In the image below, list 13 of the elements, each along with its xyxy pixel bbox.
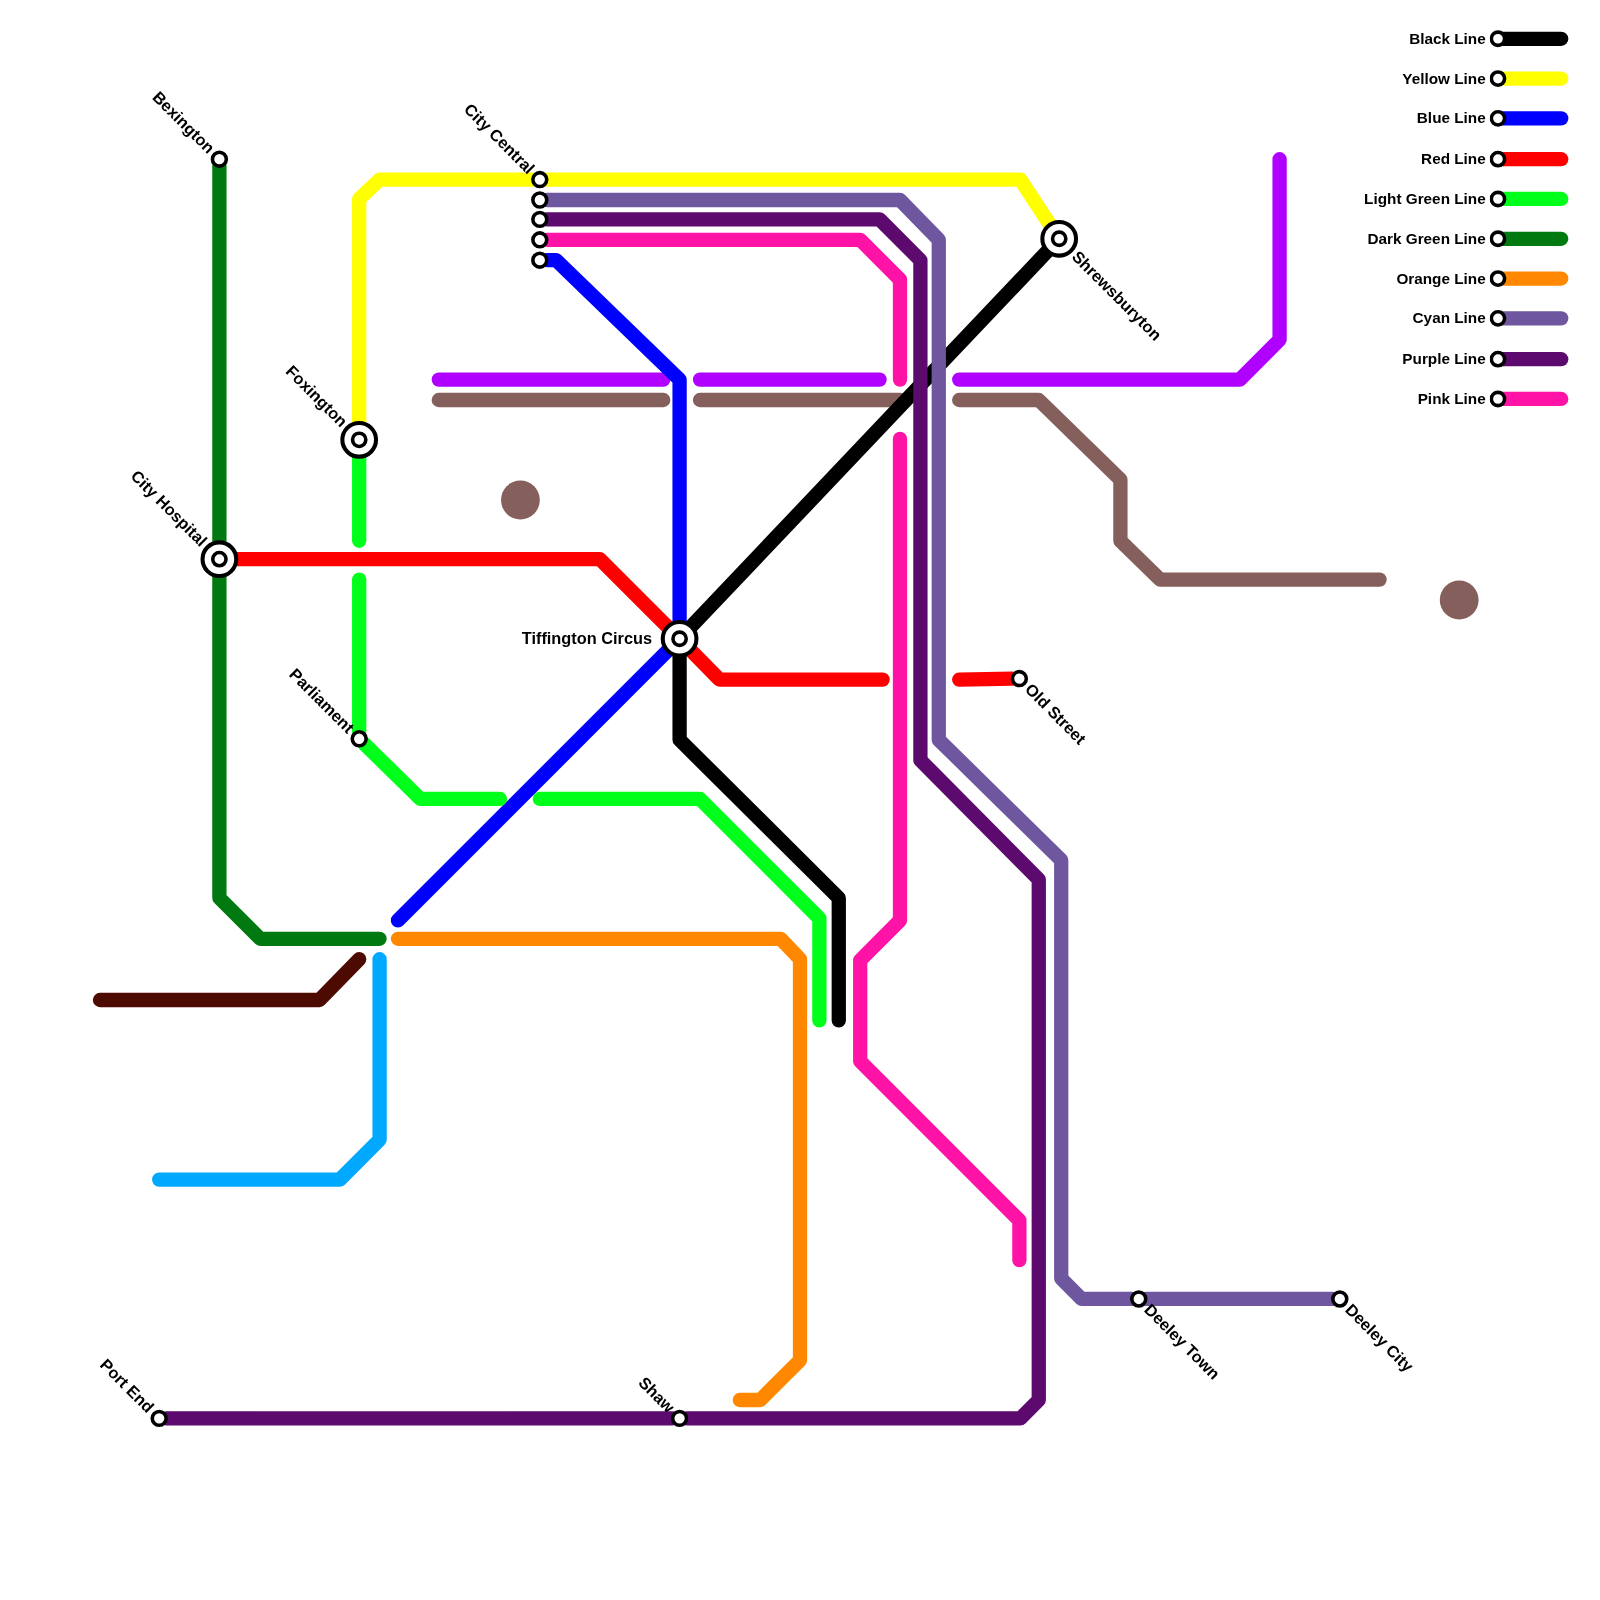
legend-label: Dark Green Line <box>1367 230 1486 247</box>
track-line <box>357 736 508 807</box>
legend-label: Pink Line <box>1417 390 1486 407</box>
station-label: Tiffington Circus <box>521 630 653 647</box>
legend-label: Light Green Line <box>1364 190 1486 207</box>
legend-label: Orange Line <box>1396 270 1486 287</box>
legend-label: Cyan Line <box>1412 310 1486 327</box>
legend-label: Red Line <box>1421 150 1486 167</box>
track-line <box>684 644 890 687</box>
legend-label: Yellow Line <box>1402 70 1486 87</box>
legend-label: Purple Line <box>1402 350 1486 367</box>
legend-label: Blue Line <box>1416 110 1486 127</box>
legend-label: Black Line <box>1409 30 1486 47</box>
